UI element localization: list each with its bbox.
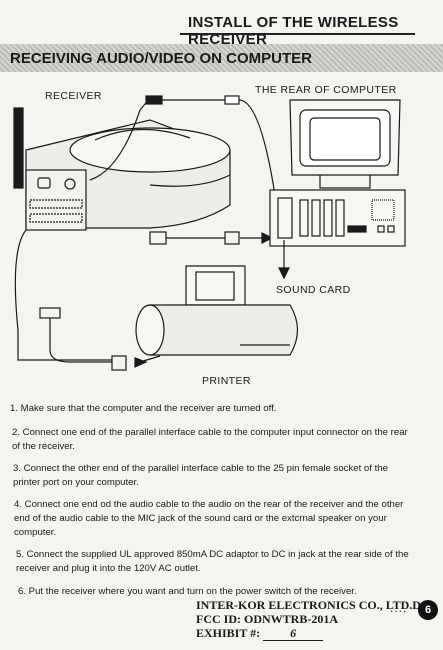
- receiver-label: RECEIVER: [45, 90, 102, 102]
- step-3: 3. Connect the other end of the parallel…: [13, 463, 388, 488]
- step-1: 1. Make sure that the computer and the r…: [10, 403, 277, 414]
- company-name: INTER-KOR ELECTRONICS CO., LTD.: [196, 598, 413, 612]
- step-5: 5. Connect the supplied UL approved 850m…: [16, 549, 409, 574]
- page-number-badge: 6: [418, 600, 438, 620]
- page-header-title: INSTALL OF THE WIRELESS RECEIVER: [188, 14, 399, 48]
- fcc-id: FCC ID: ODNWTRB-201A: [196, 612, 338, 626]
- computer-illustration: [269, 99, 406, 247]
- printer-label: PRINTER: [202, 375, 251, 387]
- section-title: RECEIVING AUDIO/VIDEO ON COMPUTER: [10, 50, 312, 67]
- exhibit-label: EXHIBIT #:: [196, 626, 261, 640]
- company-block: INTER-KOR ELECTRONICS CO., LTD.D. FCC ID…: [196, 598, 424, 641]
- computer-rear-label: THE REAR OF COMPUTER: [255, 84, 397, 96]
- connection-diagram: [13, 95, 406, 371]
- exhibit-number: 6: [263, 626, 324, 641]
- section-band: [0, 44, 443, 72]
- sound-card-label: SOUND CARD: [276, 284, 351, 296]
- step-4: 4. Connect one end od the audio cable to…: [14, 499, 404, 538]
- printer-illustration: [135, 265, 299, 356]
- header-rule: [180, 33, 415, 35]
- page-leader: ....: [390, 601, 408, 615]
- step-2: 2. Connect one end of the parallel inter…: [12, 427, 408, 452]
- receiver-illustration: [13, 107, 231, 231]
- step-6: 6. Put the receiver where you want and t…: [18, 586, 357, 597]
